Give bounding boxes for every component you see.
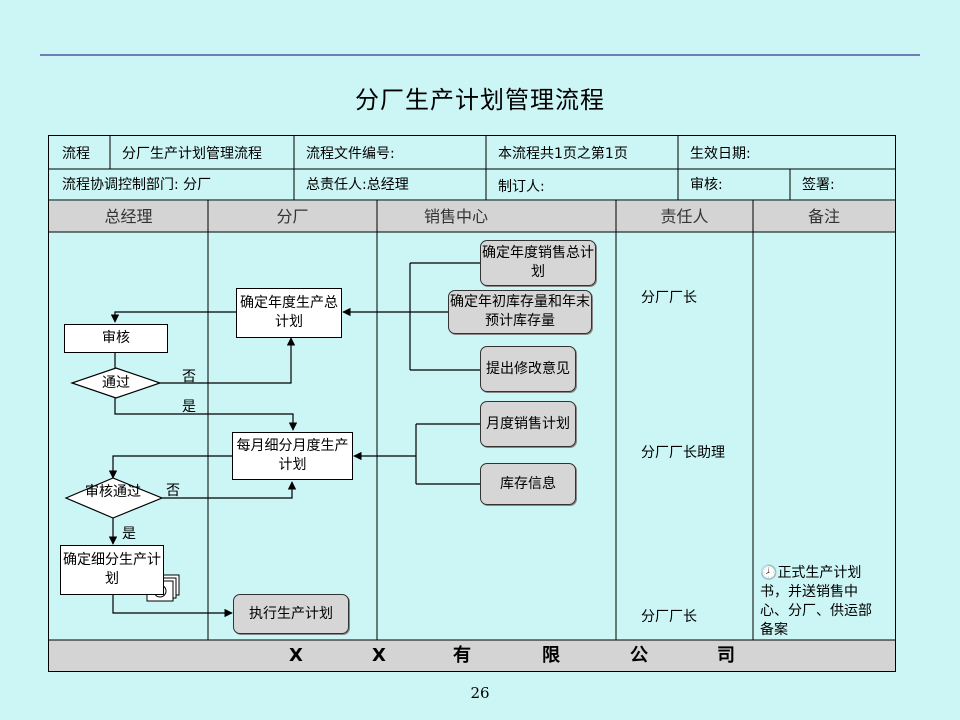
lane-branch-factory: 分厂 xyxy=(276,207,309,226)
page-title: 分厂生产计划管理流程 xyxy=(355,86,605,114)
footer-char: 公 xyxy=(630,645,648,666)
yes-label: 是 xyxy=(122,526,136,542)
yes-label: 是 xyxy=(182,399,196,415)
execute-production-plan-box: 执行生产计划 xyxy=(233,594,349,634)
no-label: 否 xyxy=(182,369,196,385)
no-label: 否 xyxy=(166,483,180,499)
review-pass-decision: 审核通过 xyxy=(85,484,141,500)
page-number: 26 xyxy=(470,684,490,702)
flowchart-table xyxy=(48,135,896,672)
header-effective-date: 生效日期: xyxy=(690,146,751,162)
header-page-count: 本流程共1页之第1页 xyxy=(498,146,628,162)
company-footer: X X 有 限 公 司 xyxy=(49,640,895,671)
footer-char: 有 xyxy=(453,645,471,666)
header-process-label: 流程 xyxy=(62,146,90,162)
review-box: 审核 xyxy=(64,324,168,353)
detailed-production-plan-box: 确定细分生产计划 xyxy=(60,545,164,595)
header-process-name: 分厂生产计划管理流程 xyxy=(122,146,262,162)
header-file-number: 流程文件编号: xyxy=(306,146,395,162)
lane-sales-center: 销售中心 xyxy=(423,207,488,226)
header-signature: 签署: xyxy=(802,177,835,193)
remark-note: 🕗正式生产计划书，并送销售中心、分厂、供运部备案 xyxy=(760,564,878,640)
footer-char: 司 xyxy=(717,645,735,666)
annual-sales-plan-box: 确定年度销售总计划 xyxy=(480,240,596,286)
monthly-production-plan-box: 每月细分月度生产计划 xyxy=(232,432,353,480)
footer-char: 限 xyxy=(542,645,560,666)
header-coordinating-dept: 流程协调控制部门: 分厂 xyxy=(62,177,212,193)
revision-suggestion-box: 提出修改意见 xyxy=(480,346,576,392)
lane-header-bar xyxy=(49,201,895,232)
pass-decision: 通过 xyxy=(102,375,130,391)
annual-production-plan-box: 确定年度生产总计划 xyxy=(236,288,342,338)
lane-responsible: 责任人 xyxy=(660,207,709,226)
header-reviewer: 审核: xyxy=(690,177,723,193)
inventory-estimate-box: 确定年初库存量和年末预计库存量 xyxy=(448,290,592,334)
inventory-info-box: 库存信息 xyxy=(480,463,576,505)
header-owner: 总责任人:总经理 xyxy=(306,177,409,193)
clock-icon: 🕗 xyxy=(760,565,778,581)
lane-remarks: 备注 xyxy=(807,207,840,226)
remark-text: 正式生产计划书，并送销售中心、分厂、供运部备案 xyxy=(760,565,872,638)
footer-char: X xyxy=(372,645,386,666)
lane-general-manager: 总经理 xyxy=(104,207,153,226)
responsible-person: 分厂厂长 xyxy=(641,609,697,625)
top-divider xyxy=(40,54,920,56)
header-author: 制订人: xyxy=(498,179,545,195)
monthly-sales-plan-box: 月度销售计划 xyxy=(480,401,576,447)
responsible-person: 分厂厂长 xyxy=(641,290,697,306)
responsible-person: 分厂厂长助理 xyxy=(641,445,725,461)
footer-char: X xyxy=(289,645,303,666)
